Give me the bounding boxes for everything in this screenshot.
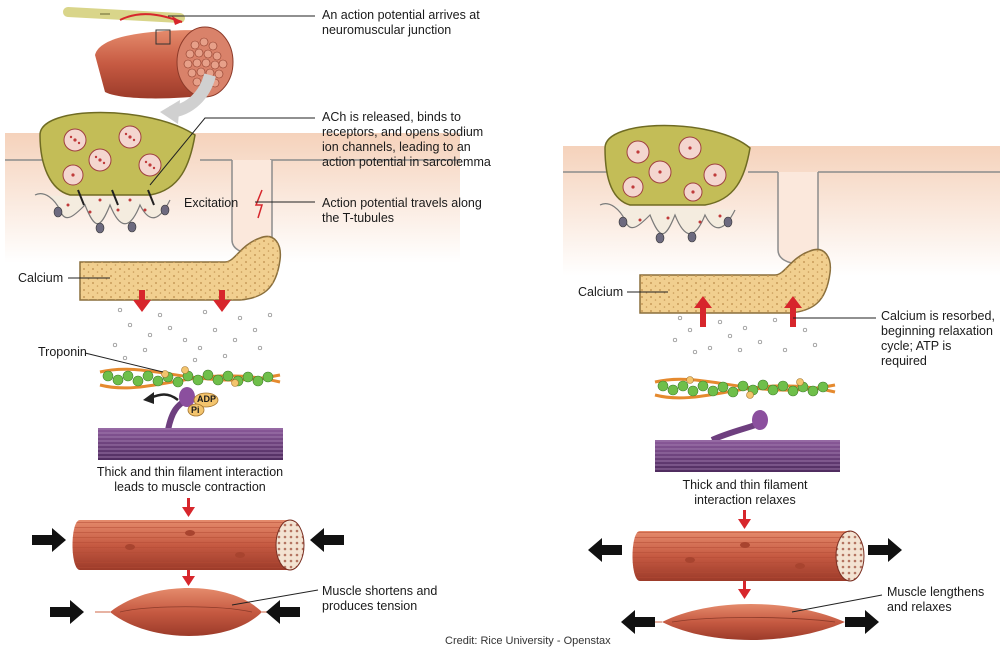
muscle-fiber-bundle (63, 7, 234, 124)
flow-arrows-right (738, 510, 751, 599)
thin-filament-right (654, 376, 836, 400)
leader-lines-left (68, 15, 319, 606)
axon-terminal-left (34, 111, 196, 234)
muscle-cylinder-right (632, 530, 865, 582)
myosin-head-left (143, 387, 219, 431)
stretch-arrows-bottom-right (621, 610, 879, 634)
calcium-resorb-arrows (694, 296, 802, 327)
label-muscle-lengthens: Muscle lengthens and relaxes (887, 585, 985, 614)
label-adp: ADP (197, 394, 217, 404)
compression-arrows-top-left (32, 528, 344, 552)
label-ach-released: ACh is released, binds to receptors, and… (322, 110, 491, 169)
label-calcium-right: Calcium (578, 285, 624, 299)
calcium-ions-right (672, 315, 818, 355)
muscle-spindle-right (645, 604, 862, 640)
label-interaction-contract: Thick and thin filament interaction lead… (96, 465, 284, 494)
label-ap-travels: Action potential travels along the T-tub… (322, 196, 482, 225)
leader-lines-right (627, 291, 883, 613)
label-calcium-left: Calcium (18, 271, 64, 285)
compression-arrows-bottom-left (50, 600, 300, 624)
label-muscle-shortens: Muscle shortens and produces tension (322, 584, 438, 613)
label-calcium-resorbed: Calcium is resorbed, beginning relaxatio… (881, 309, 995, 368)
stretch-arrows-top-right (588, 538, 902, 562)
myosin-head-right (710, 410, 768, 443)
credit-text: Credit: Rice University - Openstax (445, 635, 611, 647)
label-ap-arrives: An action potential arrives at neuromusc… (322, 8, 480, 37)
muscle-spindle-left (95, 588, 278, 636)
muscle-cylinder-left (72, 519, 305, 571)
axon-terminal-right (599, 124, 751, 244)
label-interaction-relaxes: Thick and thin filament interaction rela… (682, 478, 808, 507)
sarcoplasmic-reticulum-right (639, 248, 832, 314)
sarcoplasmic-reticulum-left (79, 235, 282, 301)
flow-arrows-left (182, 498, 195, 586)
label-excitation: Excitation (184, 196, 239, 210)
label-pi: Pi (191, 405, 200, 415)
thin-filament-left (99, 366, 281, 390)
label-troponin: Troponin (38, 345, 87, 359)
calcium-release-arrows (133, 290, 231, 312)
calcium-ions-left (112, 307, 273, 363)
